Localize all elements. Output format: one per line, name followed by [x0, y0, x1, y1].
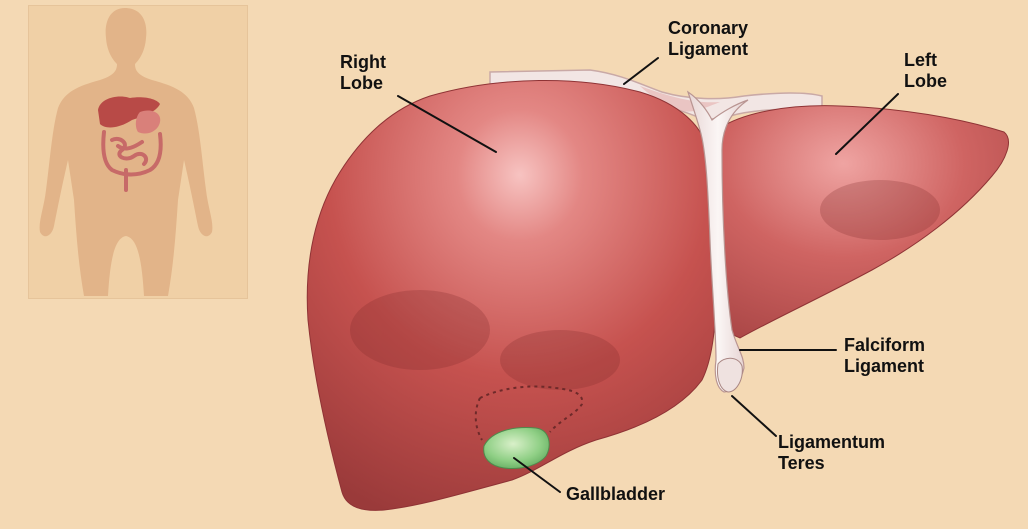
label-falciform-line2: Ligament — [844, 356, 925, 377]
label-coronary-line2: Ligament — [668, 39, 748, 60]
label-right-lobe-line1: Right — [340, 52, 386, 73]
label-ligamentum-teres: Ligamentum Teres — [778, 432, 885, 474]
coronary-leader-line — [624, 58, 658, 84]
label-falciform-line1: Falciform — [844, 335, 925, 356]
label-gallbladder-line1: Gallbladder — [566, 484, 665, 505]
ligamentum-teres — [717, 358, 742, 392]
label-falciform-ligament: Falciform Ligament — [844, 335, 925, 377]
label-left-lobe-line1: Left — [904, 50, 947, 71]
label-left-lobe: Left Lobe — [904, 50, 947, 92]
label-coronary-ligament: Coronary Ligament — [668, 18, 748, 60]
label-teres-line1: Ligamentum — [778, 432, 885, 453]
label-teres-line2: Teres — [778, 453, 885, 474]
label-gallbladder: Gallbladder — [566, 484, 665, 505]
label-left-lobe-line2: Lobe — [904, 71, 947, 92]
label-right-lobe: Right Lobe — [340, 52, 386, 94]
body-silhouette — [40, 8, 213, 296]
teres-leader-line — [732, 396, 776, 436]
label-coronary-line1: Coronary — [668, 18, 748, 39]
label-right-lobe-line2: Lobe — [340, 73, 386, 94]
